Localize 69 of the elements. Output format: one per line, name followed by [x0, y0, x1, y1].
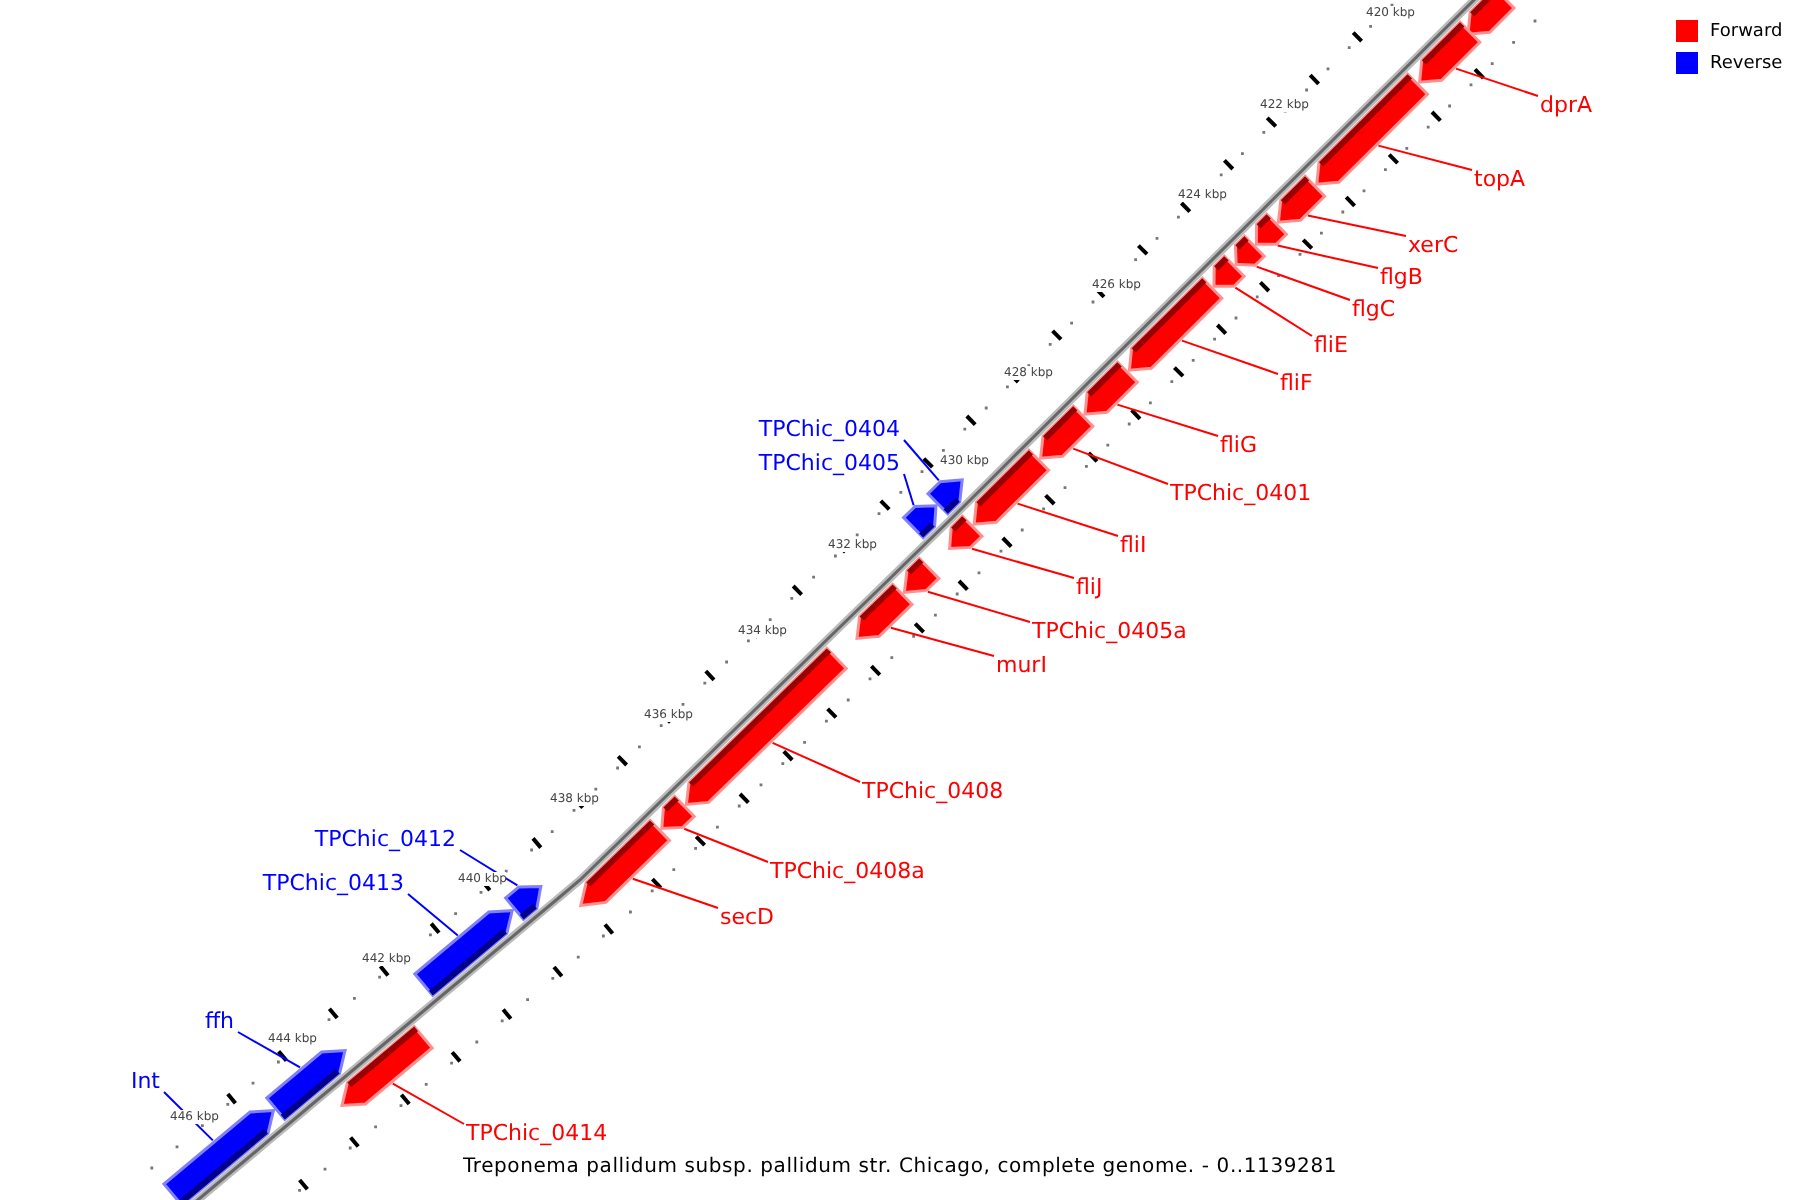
leader-line — [889, 626, 995, 657]
gene-segment — [1276, 174, 1327, 224]
leader-line — [391, 1082, 465, 1125]
gene-segment — [264, 1049, 347, 1122]
gene-label: ffh — [204, 1008, 234, 1034]
gene-label: fliI — [1120, 532, 1147, 558]
gene-label: TPChic_0408 — [862, 778, 1004, 804]
caption: Treponema pallidum subsp. pallidum str. Chicago, complete genome. - 0..1139281 — [460, 1156, 1340, 1178]
leader-line — [1455, 67, 1539, 97]
gene-segment — [1083, 360, 1140, 416]
gene-label: fliF — [1280, 370, 1313, 396]
leader-line — [1234, 286, 1313, 337]
leader-line — [1016, 502, 1119, 537]
leader-line — [1181, 339, 1279, 375]
gene-label: TPChic_0405 — [758, 450, 900, 476]
gene-label: murI — [996, 652, 1047, 678]
gene-segment — [660, 794, 697, 830]
leader-line — [1072, 447, 1169, 485]
leader-line — [971, 547, 1075, 579]
gene-segment — [1254, 212, 1289, 246]
legend-label: Reverse — [1710, 53, 1783, 73]
gene-segment — [578, 818, 672, 908]
gene-label: flgB — [1380, 264, 1423, 290]
gene-label: fliG — [1220, 432, 1258, 458]
leader-line — [771, 741, 861, 783]
gene-segment — [902, 556, 941, 595]
gene-segment — [1038, 404, 1095, 460]
gene-segment — [161, 1109, 276, 1200]
leader-line — [407, 893, 459, 937]
gene-segment — [1417, 20, 1482, 84]
gene-segment — [1466, 0, 1517, 36]
leader-line — [926, 590, 1031, 623]
gene-label: flgC — [1352, 296, 1396, 322]
gene-label: fliE — [1314, 332, 1348, 358]
gene-label: fliJ — [1076, 574, 1103, 600]
gene-label: xerC — [1408, 232, 1459, 258]
leader-line — [1255, 265, 1351, 301]
legend-label: Forward — [1710, 21, 1783, 41]
gene-label: TPChic_0408a — [770, 858, 925, 884]
gene-segment — [855, 582, 915, 641]
leader-line — [237, 1031, 301, 1069]
leader-line — [1306, 214, 1407, 237]
gene-label: TPChic_0412 — [314, 826, 456, 852]
gene-segment — [412, 909, 515, 998]
gene-segment — [925, 478, 964, 516]
gene-label: Int — [130, 1068, 160, 1094]
gene-label: TPChic_0404 — [758, 416, 900, 442]
gene-label: topA — [1474, 166, 1526, 192]
gene-label: secD — [720, 904, 775, 930]
leader-line — [1116, 403, 1219, 437]
leader-line — [683, 827, 769, 863]
gene-label: TPChic_0405a — [1032, 618, 1187, 644]
leader-line — [631, 877, 719, 909]
gene-segment — [503, 885, 543, 922]
leader-line — [903, 473, 915, 507]
gene-segment — [1315, 72, 1430, 186]
leader-line — [1377, 144, 1473, 171]
leader-line — [1276, 244, 1379, 269]
gene-segment — [1212, 254, 1247, 288]
gene-label: TPChic_0414 — [466, 1120, 608, 1146]
gene-segment — [947, 514, 985, 550]
leader-line — [459, 849, 519, 887]
gene-label: dprA — [1540, 92, 1593, 118]
gene-segment — [1233, 234, 1267, 267]
leader-line — [903, 439, 940, 482]
gene-label: TPChic_0401 — [1170, 480, 1312, 506]
gene-segment — [340, 1024, 435, 1107]
gene-segment — [901, 504, 938, 540]
gene-label: TPChic_0413 — [262, 870, 404, 896]
